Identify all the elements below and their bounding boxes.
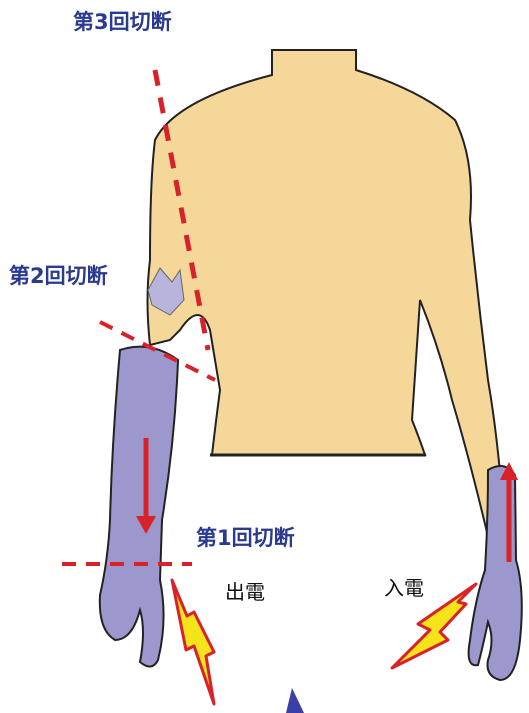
cut-2-label: 第2回切断 — [9, 266, 108, 287]
left-arm-purple — [100, 347, 178, 667]
current-in-label: 入電 — [384, 578, 424, 598]
cut-1-label: 第1回切断 — [196, 528, 295, 549]
current-out-label: 出電 — [225, 582, 265, 602]
bottom-triangle-marker — [286, 688, 304, 713]
lightning-bolt-out — [172, 580, 214, 704]
cut-3-label: 第3回切断 — [73, 12, 172, 33]
right-hand-purple — [469, 466, 522, 680]
torso — [148, 50, 506, 545]
